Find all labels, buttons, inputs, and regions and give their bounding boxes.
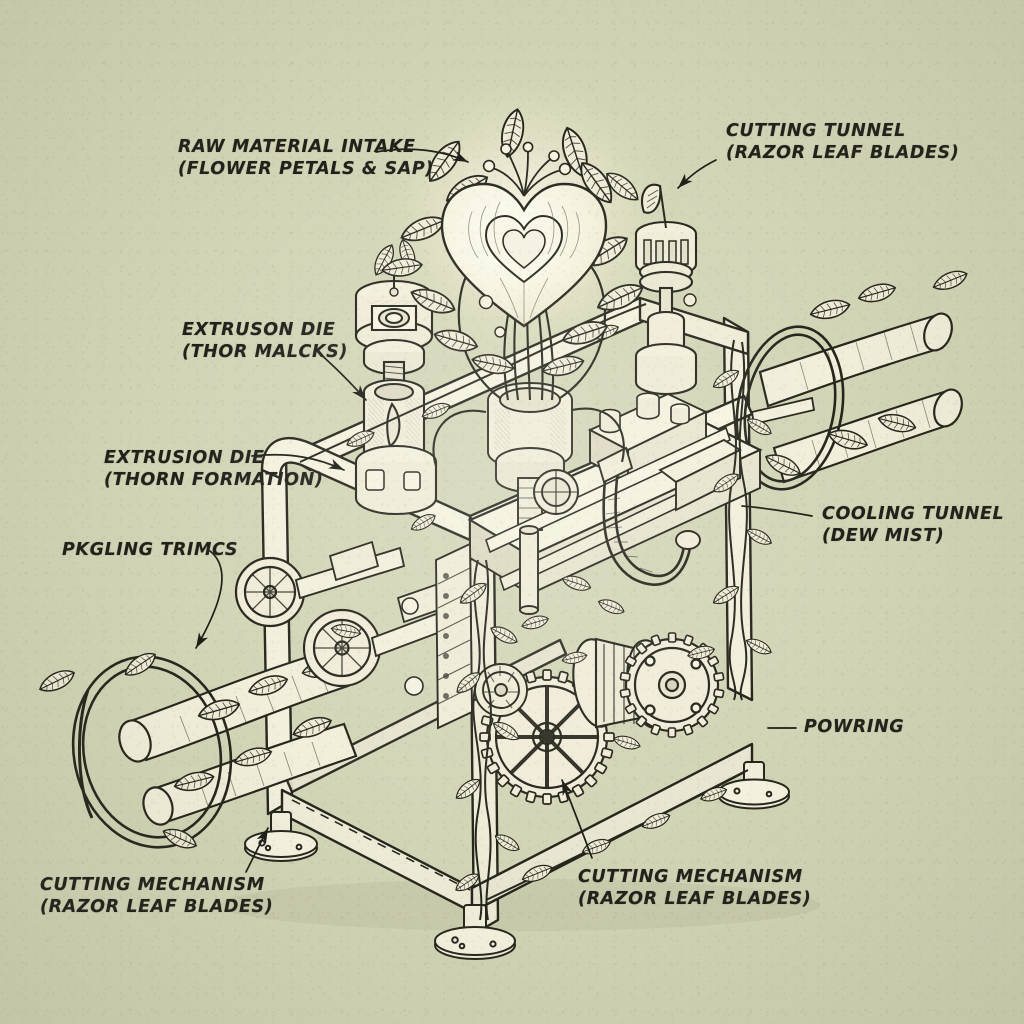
- callout-line2: (RAZOR LEAF BLADES): [40, 897, 274, 918]
- arrowhead-cutting-mechanism-right: [562, 780, 573, 796]
- callout-label-cutting-mechanism-right: CUTTING MECHANISM(RAZOR LEAF BLADES): [578, 866, 811, 910]
- callout-label-raw-material-intake: RAW MATERIAL INTAKE(FLOWER PETALS & SAP): [178, 136, 434, 180]
- callout-line1: COOLING TUNNEL: [822, 504, 1005, 524]
- heart-blossom: [440, 182, 608, 338]
- callout-line1: RAW MATERIAL INTAKE: [178, 137, 416, 157]
- callout-label-cutting-mechanism-left: CUTTING MECHANISM(RAZOR LEAF BLADES): [40, 874, 273, 918]
- callout-line1: EXTRUSION DIE: [104, 448, 265, 468]
- arrowhead-raw-material-intake: [452, 150, 468, 162]
- callout-label-extrusion-die-thormalcks: EXTRUSON DIE(THOR MALCKS): [182, 319, 348, 363]
- callout-line2: (RAZOR LEAF BLADES): [726, 143, 960, 164]
- callout-label-cutting-tunnel: CUTTING TUNNEL(RAZOR LEAF BLADES): [726, 120, 959, 164]
- cutting-tunnel-module: [634, 183, 698, 396]
- leader-line-packaging-trims: [195, 550, 223, 649]
- callout-label-packaging-trims: PKGLING TRIMCS: [62, 539, 238, 561]
- callout-label-extrusion-die-thorn-formation: EXTRUSION DIE(THORN FORMATION): [104, 447, 323, 491]
- central-mechanism-block: [435, 382, 763, 730]
- callout-line2: (DEW MIST): [822, 526, 945, 547]
- callout-arrowheads: [196, 150, 693, 844]
- leader-line-cooling-tunnel: [741, 505, 813, 517]
- arrowhead-extrusion-die-thormalcks: [352, 385, 366, 400]
- blossom-stamen-tips: [482, 141, 572, 176]
- callout-label-powering: POWRING: [804, 716, 904, 738]
- callout-line1: EXTRUSON DIE: [182, 320, 336, 340]
- callout-line2: (RAZOR LEAF BLADES): [578, 889, 812, 910]
- cutting-ring-left: [71, 655, 233, 849]
- callout-line1: CUTTING MECHANISM: [40, 875, 265, 895]
- callout-line1: CUTTING TUNNEL: [726, 121, 906, 141]
- arrowhead-extrusion-die-thorn-formation: [328, 458, 344, 470]
- callout-line2: (THOR MALCKS): [182, 342, 348, 363]
- callout-line1: POWRING: [804, 717, 905, 737]
- arrowhead-packaging-trims: [196, 632, 209, 648]
- callout-line2: (FLOWER PETALS & SAP): [178, 159, 434, 180]
- extrusion-die-module: [354, 236, 438, 516]
- climbing-vines: [299, 303, 749, 921]
- right-output-assembly: [735, 266, 971, 491]
- arrowhead-cutting-tunnel: [678, 173, 693, 188]
- foot-front: [434, 904, 516, 960]
- callout-label-cooling-tunnel: COOLING TUNNEL(DEW MIST): [822, 503, 1004, 547]
- cooling-ring-right: [735, 325, 845, 491]
- gear-right: [624, 637, 720, 733]
- pulley-assembly-left: [234, 540, 458, 696]
- left-output-assembly: [35, 647, 358, 854]
- callout-line1: CUTTING MECHANISM: [578, 867, 803, 887]
- arrowhead-cutting-mechanism-left: [256, 828, 268, 844]
- callout-line1: PKGLING TRIMCS: [62, 540, 239, 560]
- callout-line2: (THORN FORMATION): [104, 470, 324, 491]
- gear-train: [474, 632, 725, 805]
